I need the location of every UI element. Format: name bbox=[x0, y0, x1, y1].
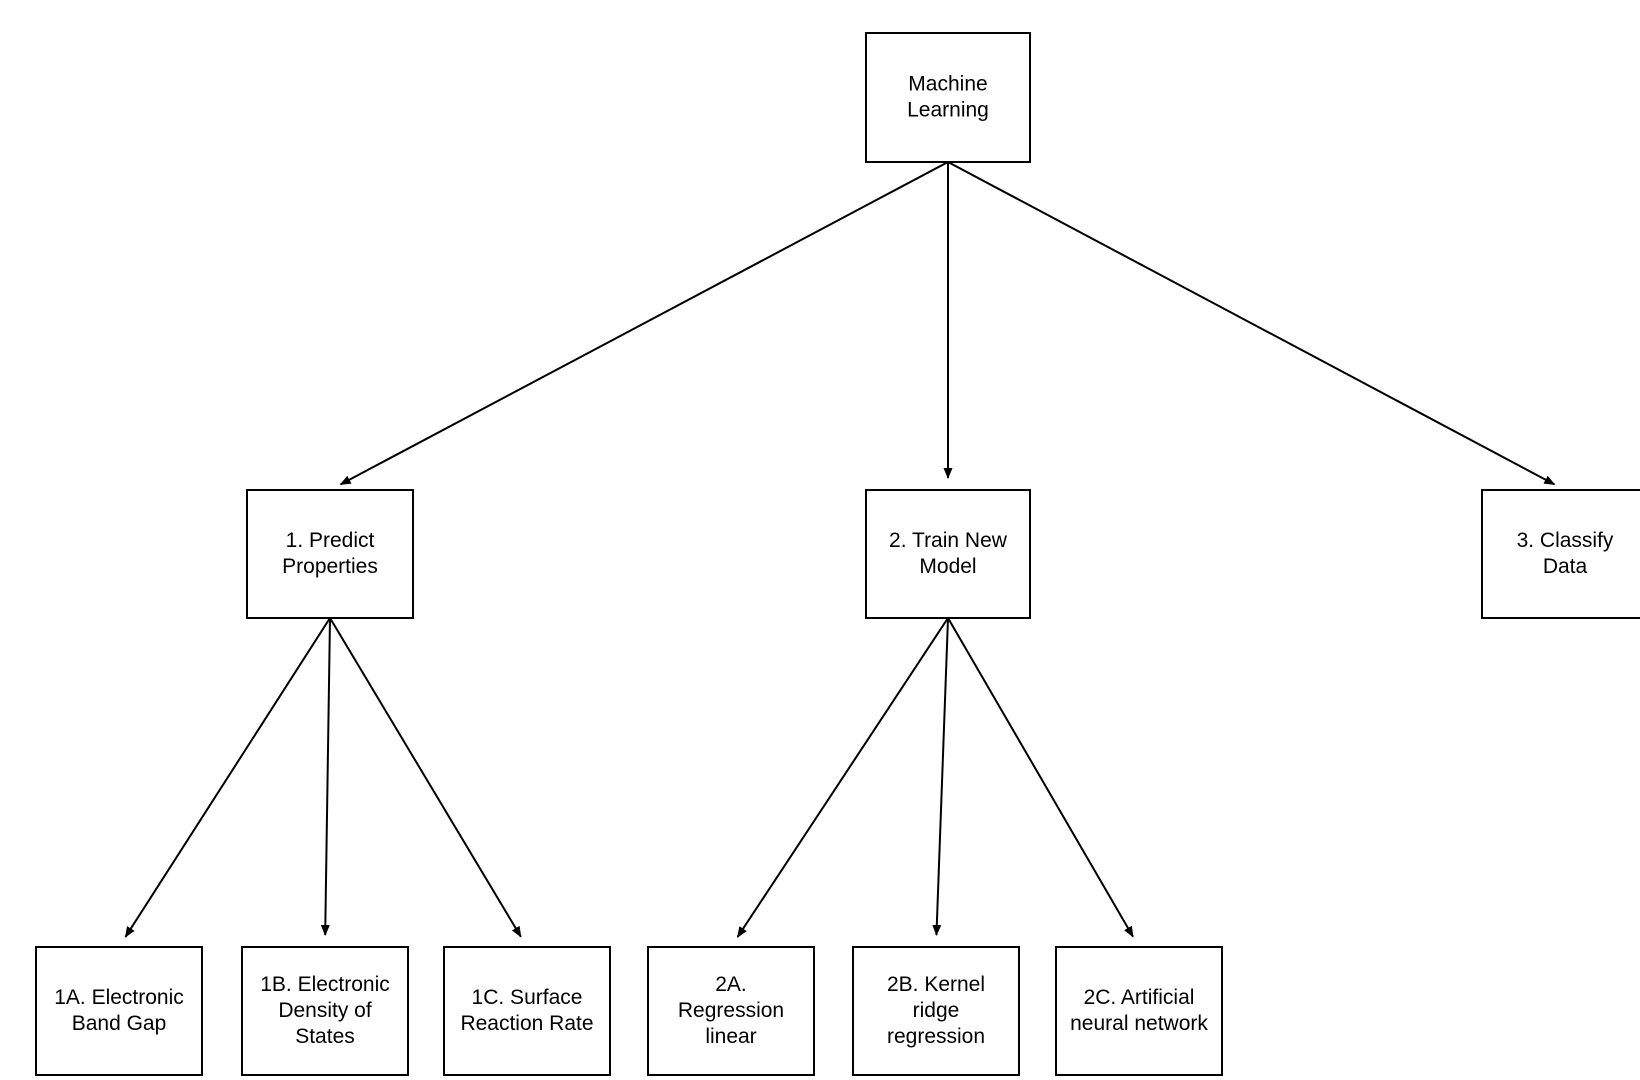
node-label-line: Regression bbox=[678, 999, 784, 1022]
edges-layer bbox=[124, 161, 1556, 938]
node-box-n1c[interactable] bbox=[443, 946, 611, 1076]
node-label-line: Density of bbox=[278, 999, 372, 1022]
node-n2b[interactable]: 2B. Kernel ridge regression bbox=[852, 946, 1020, 1076]
node-label-n2c: 2C. Artificial neural network bbox=[1070, 986, 1208, 1035]
node-label-line: 2. Train New bbox=[889, 529, 1008, 552]
node-box-n1[interactable] bbox=[246, 489, 414, 619]
node-label-line: 1. Predict bbox=[286, 529, 375, 552]
node-label-line: Data bbox=[1543, 555, 1588, 578]
node-box-root[interactable] bbox=[865, 32, 1031, 163]
node-label-line: 3. Classify bbox=[1517, 529, 1614, 552]
node-label-line: ridge bbox=[913, 999, 960, 1022]
node-label-line: 1A. Electronic bbox=[54, 986, 184, 1009]
node-n2c[interactable]: 2C. Artificial neural network bbox=[1055, 946, 1223, 1076]
node-label-line: Properties bbox=[282, 555, 378, 578]
node-label-line: 1C. Surface bbox=[472, 986, 583, 1009]
node-label-line: States bbox=[295, 1025, 355, 1048]
edge-n2-to-n2a bbox=[736, 617, 949, 938]
edge-n1-to-n1a bbox=[124, 617, 331, 938]
node-label-n2b: 2B. Kernel ridge regression bbox=[887, 973, 985, 1048]
node-label-n2a: 2A. Regression linear bbox=[678, 973, 784, 1048]
edge-root-to-n3 bbox=[947, 161, 1556, 486]
node-label-line: 2A. bbox=[715, 973, 747, 996]
node-label-line: Reaction Rate bbox=[460, 1012, 593, 1035]
edge-n1-to-n1b bbox=[320, 617, 331, 937]
node-label-line: Learning bbox=[907, 98, 989, 121]
node-box-n3[interactable] bbox=[1481, 489, 1640, 619]
node-label-line: neural network bbox=[1070, 1012, 1208, 1035]
node-label-line: Machine bbox=[908, 72, 987, 95]
node-box-n2c[interactable] bbox=[1055, 946, 1223, 1076]
edge-n1-to-n1c bbox=[329, 617, 522, 938]
edge-root-to-n1 bbox=[339, 161, 949, 486]
node-box-n2b[interactable] bbox=[852, 946, 1020, 1076]
node-box-n1b[interactable] bbox=[241, 946, 409, 1076]
edge-n2-to-n2c bbox=[947, 617, 1134, 938]
node-n2a[interactable]: 2A. Regression linear bbox=[647, 946, 815, 1076]
node-box-n2a[interactable] bbox=[647, 946, 815, 1076]
edge-n2-to-n2b bbox=[932, 617, 949, 937]
node-label-line: 2C. Artificial bbox=[1084, 986, 1195, 1009]
node-label-line: regression bbox=[887, 1025, 985, 1048]
node-label-line: linear bbox=[705, 1025, 756, 1048]
node-label-line: 2B. Kernel bbox=[887, 973, 985, 996]
node-box-n2[interactable] bbox=[865, 489, 1031, 619]
node-label-line: Model bbox=[919, 555, 976, 578]
node-label-line: Band Gap bbox=[72, 1012, 167, 1035]
node-box-n1a[interactable] bbox=[35, 946, 203, 1076]
node-label-line: 1B. Electronic bbox=[260, 973, 390, 996]
